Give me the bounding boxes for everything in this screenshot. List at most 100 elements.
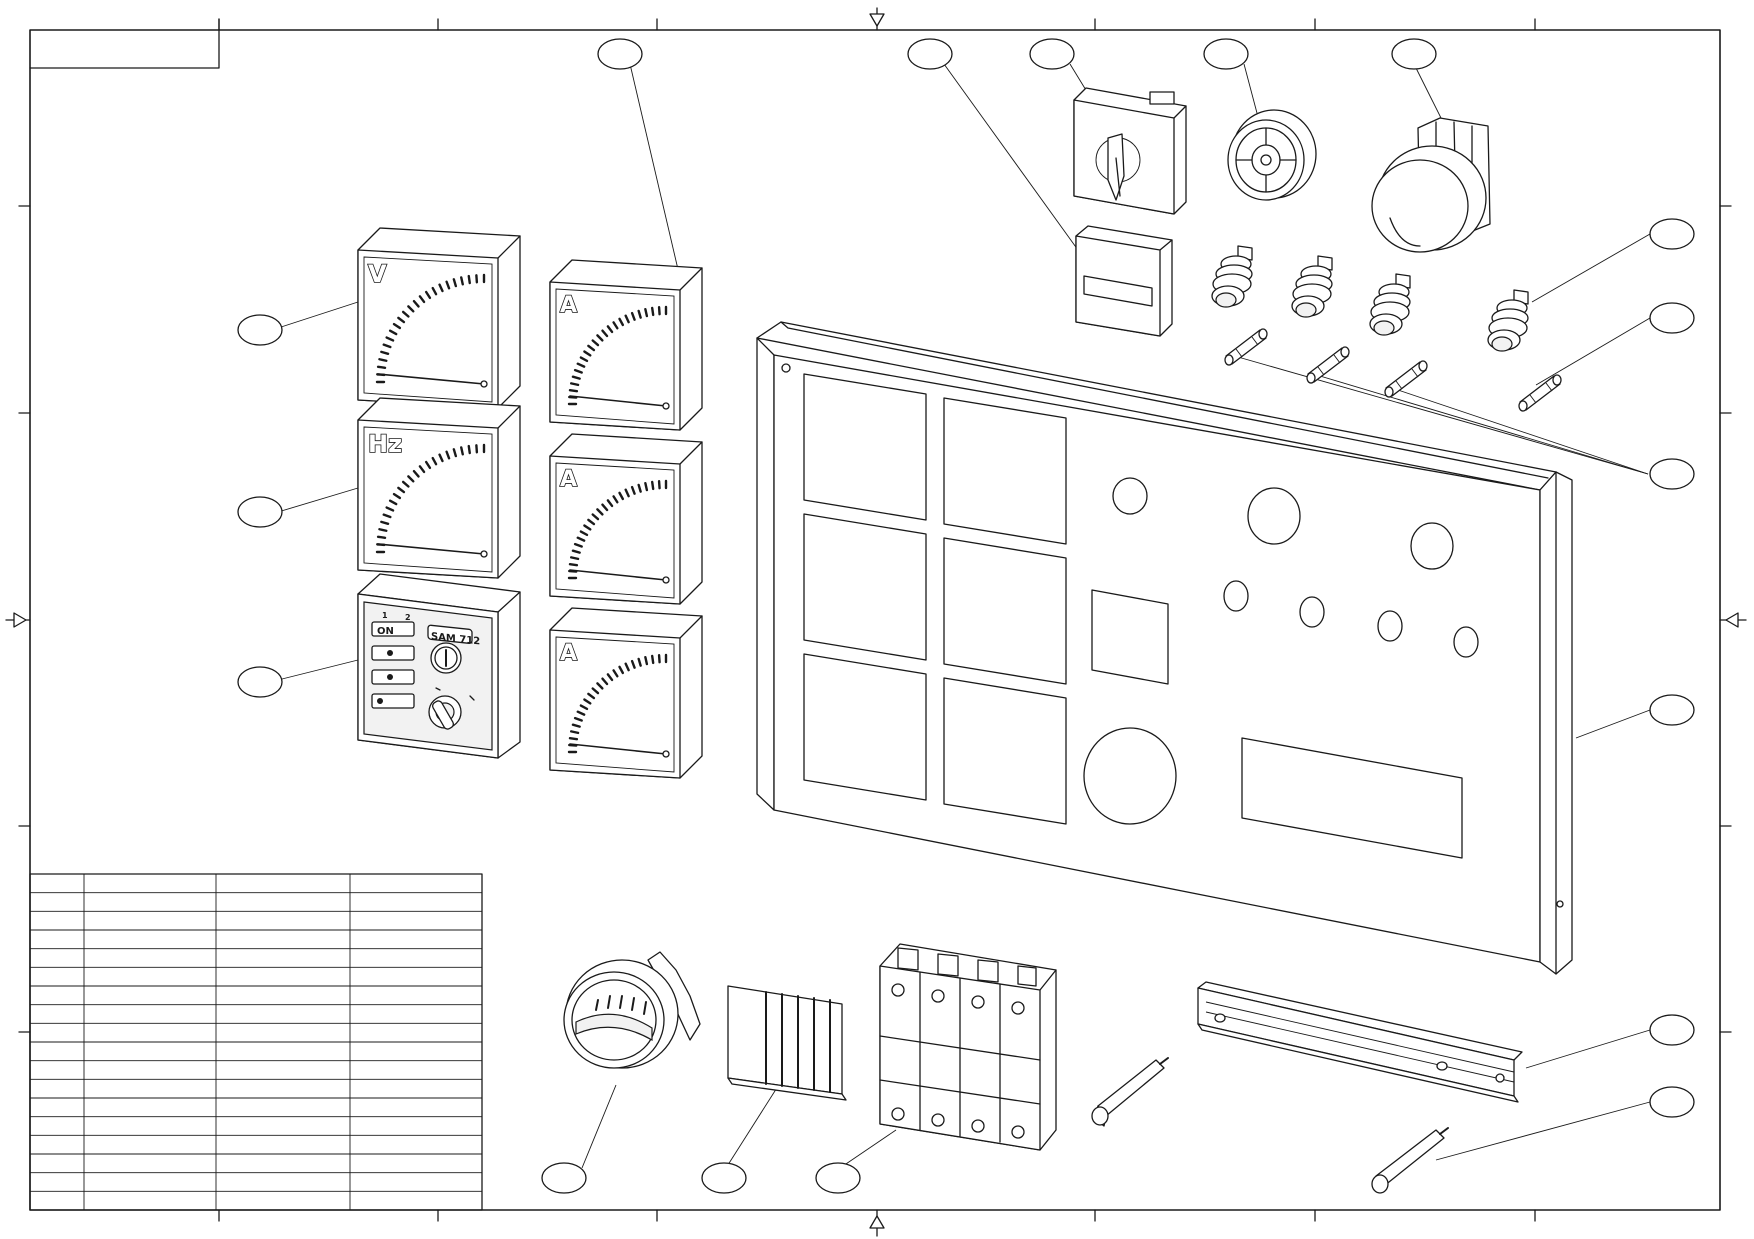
- scale-tick: [618, 665, 625, 675]
- scale-tick: [467, 274, 471, 285]
- scale-tick: [583, 524, 592, 531]
- scale-tick: [573, 368, 583, 374]
- scale-tick: [612, 669, 619, 678]
- scale-tick: [467, 444, 471, 455]
- scale-tick: [624, 314, 630, 324]
- scale-tick: [431, 456, 438, 466]
- centering-mark-right: [1719, 612, 1747, 628]
- scale-tick: [573, 716, 583, 722]
- scale-tick: [596, 334, 604, 342]
- din-rail: [1197, 981, 1523, 1103]
- scale-tick: [579, 704, 589, 711]
- scale-tick: [576, 362, 586, 368]
- scale-tick: [618, 491, 625, 501]
- pilot-lamp: [1487, 289, 1529, 352]
- balloon: [907, 38, 953, 70]
- panel-meter: V: [357, 227, 521, 409]
- gauge-cutout: [1083, 727, 1177, 825]
- panel-meter: A: [549, 433, 703, 605]
- scale-tick: [571, 723, 581, 728]
- scale-tick: [438, 283, 444, 293]
- scale-tick: [644, 656, 649, 666]
- scale-tick: [418, 465, 426, 474]
- hour-counter: [1075, 225, 1173, 337]
- scale-tick: [407, 475, 415, 483]
- fuse-cover: [727, 985, 847, 1101]
- controller-icon-column: [371, 621, 415, 709]
- scale-tick: [587, 518, 596, 526]
- scale-tick: [606, 325, 614, 334]
- scale-tick: [579, 356, 589, 363]
- scale-tick: [392, 492, 402, 500]
- selector-cutout: [1112, 477, 1148, 515]
- control-panel-plate: [756, 321, 1573, 975]
- leader-lines: [277, 63, 1651, 1169]
- cartridge-fuse: [1224, 328, 1268, 366]
- scale-tick: [650, 654, 655, 665]
- balloon: [237, 314, 283, 346]
- pilot-lamps-group: [1211, 245, 1529, 352]
- balloon: [1649, 1086, 1695, 1118]
- balloon: [1649, 218, 1695, 250]
- meter-cutouts: [803, 373, 1067, 825]
- controller-number-1: 1: [382, 611, 388, 620]
- cartridge-fuse: [1384, 360, 1428, 398]
- pilot-lamp: [1369, 273, 1411, 336]
- cartridge-fuse: [1306, 346, 1350, 384]
- meter-needle: [569, 569, 667, 581]
- scale-tick: [644, 308, 649, 318]
- panel-meter: Hz: [357, 397, 521, 579]
- scale-tick: [380, 350, 390, 356]
- scale-tick: [568, 736, 579, 741]
- standoff-right: [1371, 1127, 1449, 1194]
- scale-tick: [570, 382, 580, 387]
- scale-tick: [412, 469, 420, 478]
- pilot-lamp: [1291, 255, 1333, 318]
- scale-tick: [438, 453, 444, 463]
- reset-button-icon: [430, 642, 462, 674]
- scale-tick: [612, 495, 619, 504]
- scale-tick: [418, 295, 426, 304]
- scale-tick: [445, 450, 451, 460]
- scale-tick: [445, 280, 451, 290]
- scale-tick: [385, 336, 395, 342]
- buzzer-cutout: [1247, 487, 1301, 545]
- scale-tick: [601, 329, 609, 338]
- emergency-stop-button: [1371, 117, 1491, 253]
- scale-tick: [587, 344, 596, 352]
- scale-tick: [612, 321, 619, 330]
- balloon: [815, 1162, 861, 1194]
- scale-tick: [568, 562, 579, 567]
- centering-mark-left: [5, 612, 31, 628]
- scale-tick: [452, 448, 458, 458]
- estop-cutout: [1410, 522, 1454, 570]
- meter-needle: [377, 373, 485, 385]
- key-switch-icon: [428, 687, 475, 730]
- scale-tick: [424, 290, 432, 300]
- breaker-cutout: [1241, 737, 1463, 859]
- scale-tick: [378, 358, 388, 362]
- scale-tick: [579, 530, 589, 537]
- scale-tick: [385, 506, 395, 512]
- scale-tick: [460, 276, 464, 286]
- scale-tick: [576, 710, 586, 716]
- cartridge-fuse: [1518, 374, 1562, 412]
- scale-tick: [644, 482, 649, 492]
- balloon: [1649, 302, 1695, 334]
- scale-tick: [424, 460, 432, 470]
- hour-counter-cutout: [1091, 589, 1169, 685]
- scale-tick: [388, 329, 398, 336]
- scale-tick: [583, 350, 592, 357]
- panel-meter: A: [549, 259, 703, 431]
- scale-tick: [650, 480, 655, 491]
- meter-needle: [569, 395, 667, 407]
- scale-tick: [460, 446, 464, 456]
- scale-tick: [376, 365, 387, 369]
- scale-tick: [407, 305, 415, 313]
- balloon: [1649, 458, 1695, 490]
- scale-tick: [378, 528, 388, 532]
- scale-tick: [380, 520, 390, 526]
- scale-tick: [376, 535, 387, 539]
- scale-tick: [630, 659, 636, 669]
- balloon: [541, 1162, 587, 1194]
